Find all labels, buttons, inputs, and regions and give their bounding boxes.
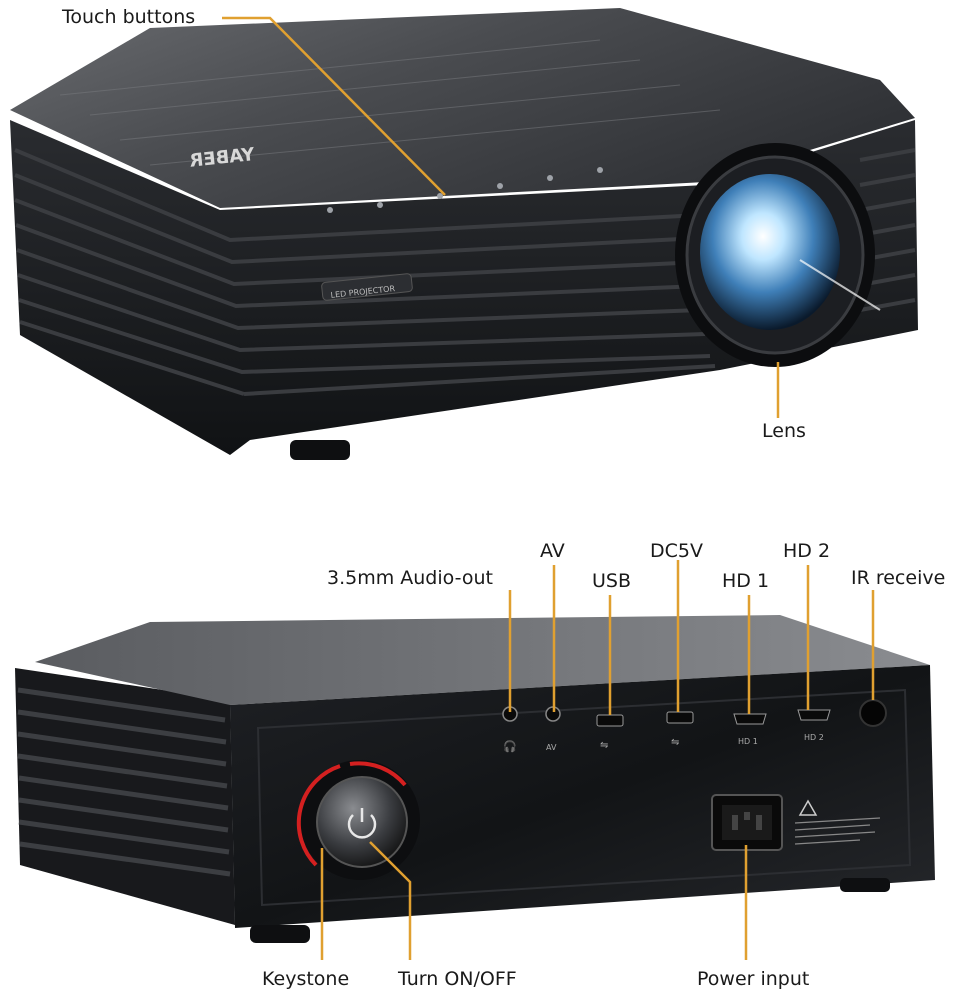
svg-text:HD 2: HD 2 <box>804 733 824 742</box>
lens-assembly <box>675 143 881 367</box>
label-av: AV <box>540 540 565 562</box>
back-panel <box>230 665 935 928</box>
ir-receiver <box>859 699 887 727</box>
label-keystone: Keystone <box>262 968 350 990</box>
label-power-input: Power input <box>697 968 810 990</box>
usb-icon: ⇋ <box>671 737 679 748</box>
hd2-port: HD 2 <box>797 709 831 742</box>
power-icon <box>347 808 377 839</box>
keystone-knob <box>296 760 420 880</box>
label-audio-out: 3.5mm Audio-out <box>327 567 493 589</box>
label-dc5v: DC5V <box>650 540 703 562</box>
back-top-shell <box>35 615 930 705</box>
svg-text:AV: AV <box>546 743 557 752</box>
power-input-socket <box>711 794 783 851</box>
callout-turn-on <box>369 841 412 960</box>
label-lens: Lens <box>762 420 806 442</box>
front-top-shell <box>10 8 915 208</box>
label-usb: USB <box>592 570 632 592</box>
back-side <box>15 668 235 925</box>
hd1-port: HD 1 <box>733 713 767 746</box>
warning-triangle-icon <box>794 799 881 845</box>
label-touch-buttons: Touch buttons <box>62 6 196 28</box>
touch-buttons <box>327 167 603 213</box>
headphone-icon: 🎧 <box>503 740 517 753</box>
front-vents <box>14 148 916 396</box>
front-projector: YABER LED PROJECTOR <box>10 8 918 460</box>
label-turn-on-off: Turn ON/OFF <box>398 968 517 990</box>
callout-lines <box>222 16 875 960</box>
back-projector: 🎧 AV ⇋ ⇋ HD 1 HD 2 <box>15 615 935 943</box>
dc5v-port: ⇋ <box>666 711 694 748</box>
audio-out-port: 🎧 <box>502 706 518 753</box>
usb-icon: ⇋ <box>600 740 608 751</box>
label-hd1: HD 1 <box>722 570 770 592</box>
callout-touch-buttons <box>222 16 446 196</box>
lens-glass <box>700 174 840 330</box>
keystone-ring <box>296 764 341 867</box>
label-hd2: HD 2 <box>783 540 831 562</box>
svg-text:HD 1: HD 1 <box>738 737 758 746</box>
label-ir-receive: IR receive <box>851 567 946 589</box>
